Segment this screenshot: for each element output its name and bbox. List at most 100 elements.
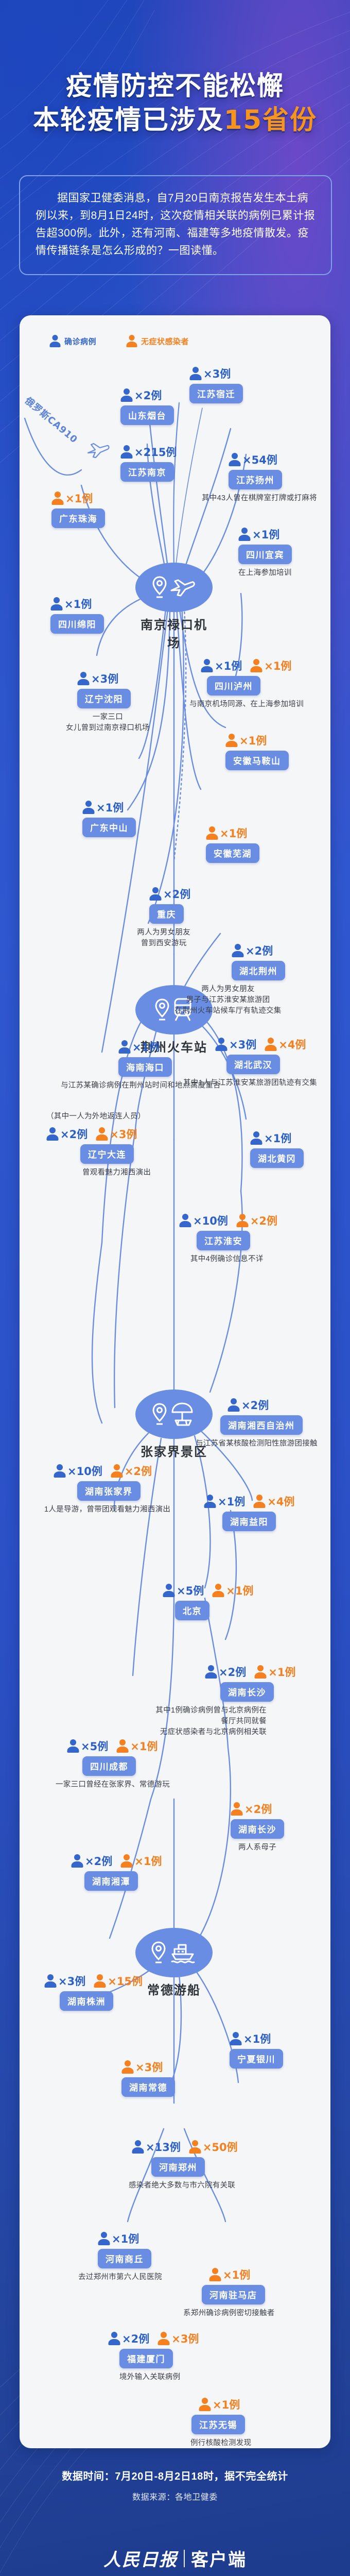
count-confirmed: ×2例 xyxy=(205,1664,246,1680)
count-confirmed: ×3例 xyxy=(215,1037,256,1052)
count-value: ×5例 xyxy=(177,1585,204,1597)
place-pill: 北京 xyxy=(175,1601,209,1620)
node-note: 感染者绝大多数与市六院有关联 xyxy=(129,2181,236,2190)
count-confirmed: ×3例 xyxy=(44,1973,85,1989)
hub-nanjing-lukou-airport: 南京禄口机场 xyxy=(135,563,213,651)
count-asymptomatic: ×3例 xyxy=(96,1126,137,1142)
count-value: ×1例 xyxy=(64,598,92,611)
title-line-2: 本轮疫情已涉及15省份 xyxy=(0,105,350,136)
count-asymptomatic: ×2例 xyxy=(111,1463,152,1479)
node-hubei-jingzhou: ×2例 湖北荆州 两人为男女朋友 男子与江苏淮安某旅游团 在荆州火车站候车厅有轨… xyxy=(174,943,285,1016)
count-value: ×50例 xyxy=(202,2141,238,2154)
hub-label: 南京禄口机场 xyxy=(141,618,207,650)
place-pill: 江苏扬州 xyxy=(229,470,282,489)
airplane-icon xyxy=(170,579,195,597)
node-sichuan-yibin: ×1例 四川宜宾 在上海参加培训 xyxy=(238,527,292,579)
node-hunan-zhuzhou: ×3例 ×15例 湖南株洲 xyxy=(44,1973,143,2011)
place-pill: 四川成都 xyxy=(82,1756,136,1776)
hub-label: 张家界景区 xyxy=(141,1445,207,1459)
count-value: ×2例 xyxy=(163,888,191,901)
place-pill: 江苏宿迁 xyxy=(189,384,243,403)
count-value: ×1例 xyxy=(134,1855,162,1868)
place-pill: 辽宁大连 xyxy=(80,1144,134,1164)
place-pill: 四川泸州 xyxy=(207,676,260,696)
person-icon xyxy=(126,335,137,347)
map-pin-icon xyxy=(152,1403,167,1425)
count-value: ×2例 xyxy=(122,2333,150,2345)
place-pill: 江苏南京 xyxy=(120,462,174,482)
node-fujian-xiamen: ×2例 ×3例 福建厦门 境外输入关联病例 xyxy=(108,2331,199,2383)
legend-item-asymptomatic: 无症状感染者 xyxy=(126,335,189,347)
hub-jingzhou-train-station: 荆州火车站 xyxy=(135,985,213,1055)
count-value: ×1例 xyxy=(239,735,267,747)
person-icon xyxy=(49,335,61,347)
legend-label-asymptomatic: 无症状感染者 xyxy=(141,337,189,346)
node-hubei-wuhan: ×3例 ×4例 湖北武汉 其中1人与江苏淮安某旅游团轨迹有交集 xyxy=(183,1037,317,1089)
count-asymptomatic: ×1例 xyxy=(225,733,267,748)
node-anhui-maanshan: ×1例 安徽马鞍山 xyxy=(225,733,289,770)
count-value: ×3例 xyxy=(203,368,231,380)
count-value: ×2例 xyxy=(246,945,273,957)
node-chongqing: ×2例 重庆 两人为男女朋友 曾到西安游玩 xyxy=(137,886,191,949)
cruise-ship-icon xyxy=(171,1944,195,1963)
place-pill: 湖南长沙 xyxy=(220,1682,274,1702)
node-hainan-haikou: ×1例 海南海口 与江苏某确诊病例在荆州站时间和地点高度重合 xyxy=(61,1039,221,1091)
node-hunan-zhangjiajie: ×10例 ×2例 湖南张家界 1人是导游，曾带团观看魅力湘西演出 xyxy=(44,1463,170,1515)
count-value: ×1例 xyxy=(215,660,242,672)
count-confirmed: ×1例 xyxy=(118,1039,160,1055)
node-beijing: ×5例 ×1例 北京 xyxy=(163,1583,253,1620)
count-value: ×3例 xyxy=(135,2061,163,2074)
count-asymptomatic: ×1例 xyxy=(120,1853,162,1869)
node-note-secondary: 曾观看魅力湘西演出 xyxy=(82,1168,151,1177)
node-liaoning-shenyang: ×3例 辽宁沈阳 一家三口 女儿曾到过南京禄口机场 xyxy=(66,671,150,734)
node-jiangsu-suqian: ×3例 江苏宿迁 xyxy=(189,366,243,403)
count-value: ×13例 xyxy=(146,2141,181,2154)
title-line-2-accent: 15省份 xyxy=(224,105,317,136)
count-value: ×1例 xyxy=(218,1496,246,1508)
count-value: ×2例 xyxy=(244,1803,272,1816)
map-pin-icon xyxy=(151,1941,166,1963)
count-value: ×3例 xyxy=(171,2333,199,2345)
node-sichuan-luzhou: ×1例 ×1例 四川泸州 与南京机场同源、在上海参加培训 xyxy=(189,658,304,710)
count-value: ×15例 xyxy=(108,1975,143,1988)
train-icon xyxy=(174,998,191,1021)
count-asymptomatic: ×1例 xyxy=(116,1738,157,1754)
count-confirmed: ×13例 xyxy=(132,2139,181,2155)
node-note: 其中43人曾在棋牌室打牌或打麻将 xyxy=(202,494,317,502)
count-confirmed: ×1例 xyxy=(50,596,92,612)
node-note: 与南京机场同源、在上海参加培训 xyxy=(189,700,304,708)
place-pill: 四川宜宾 xyxy=(238,545,292,564)
node-hunan-yiyang: ×1例 ×4例 湖南益阳 xyxy=(204,1494,294,1531)
node-note: 在上海参加培训 xyxy=(238,569,292,577)
node-note: 两人为男女朋友 曾到西安游玩 xyxy=(137,928,190,948)
count-value: ×1例 xyxy=(264,1132,292,1145)
title-line-2-prefix: 本轮疫情已涉及 xyxy=(33,105,224,136)
count-value: ×3例 xyxy=(229,1039,257,1051)
map-pin-icon xyxy=(155,998,169,1021)
count-value: ×2例 xyxy=(241,1399,269,1412)
count-value: ×2例 xyxy=(85,1855,113,1868)
count-confirmed: ×5例 xyxy=(163,1583,204,1598)
node-note: 与江苏省某核酸检测阳性旅游团接触 xyxy=(196,1439,318,1448)
count-confirmed: ×2例 xyxy=(232,943,273,958)
count-value: ×2例 xyxy=(60,1128,88,1141)
node-note: 系郑州确诊病例密切接触者 xyxy=(183,2309,275,2317)
hub-badge xyxy=(135,1928,213,1977)
brand-logo: 人民日报 客户端 xyxy=(0,2546,350,2571)
hub-badge xyxy=(135,563,213,612)
place-pill: 广东珠海 xyxy=(51,509,105,528)
place-pill: 湖北黄冈 xyxy=(250,1148,304,1168)
hub-badge xyxy=(135,985,213,1035)
node-guangdong-zhuhai: ×1例 广东珠海 xyxy=(51,490,105,528)
count-confirmed: ×1例 xyxy=(201,658,242,673)
place-pill: 湖南湘西自治州 xyxy=(220,1415,303,1435)
count-asymptomatic: ×50例 xyxy=(189,2139,238,2155)
count-value: ×2例 xyxy=(134,389,162,402)
node-shandong-yantai: ×2例 山东烟台 xyxy=(120,387,174,425)
count-asymptomatic: ×1例 xyxy=(212,1583,253,1598)
beach-umbrella-icon xyxy=(171,1402,193,1426)
place-pill: 福建厦门 xyxy=(119,2349,173,2368)
count-asymptomatic: ×3例 xyxy=(121,2059,163,2075)
place-pill: 江苏无锡 xyxy=(191,2415,245,2434)
count-value: ×4例 xyxy=(267,1496,295,1508)
